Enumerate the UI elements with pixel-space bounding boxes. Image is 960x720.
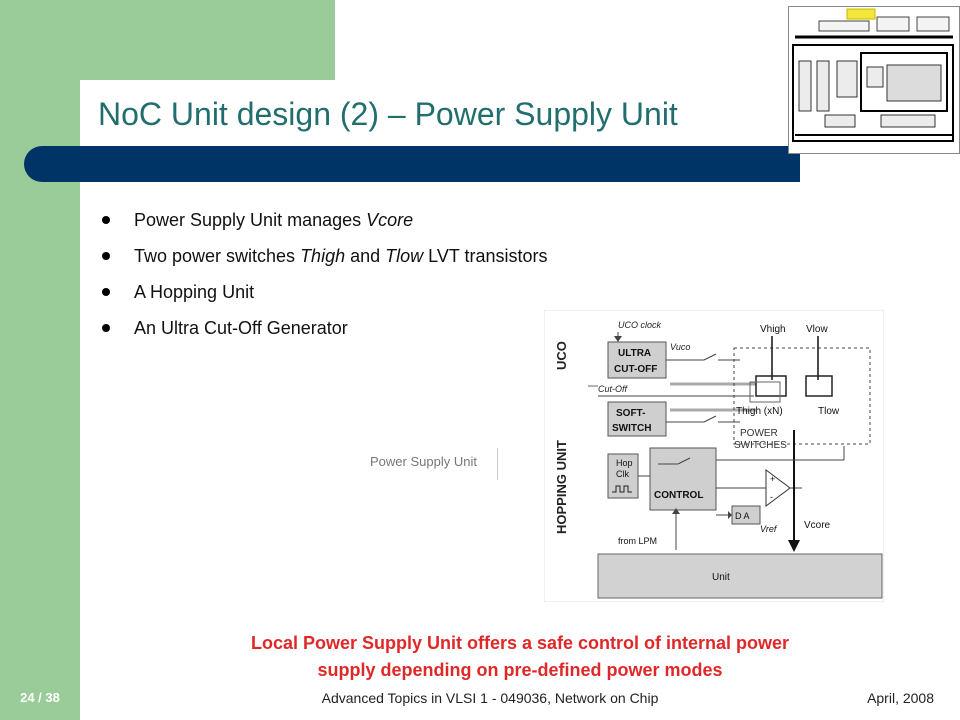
vref-label: Vref — [760, 524, 778, 534]
top-green-band — [80, 0, 335, 80]
bullet-list: Power Supply Unit manages Vcore Two powe… — [102, 206, 548, 350]
bullet-text: Power Supply Unit manages — [134, 210, 367, 230]
cut-off-signal-label: Cut-Off — [598, 384, 629, 394]
minus-label: - — [770, 492, 773, 502]
section-uco-label: UCO — [554, 341, 569, 370]
section-hopping-label: HOPPING UNIT — [554, 440, 569, 534]
tlow-label: Tlow — [818, 406, 840, 417]
clk-label: Clk — [616, 469, 629, 479]
bullet-text: A Hopping Unit — [134, 282, 255, 302]
summary-line-2: supply depending on pre-defined power mo… — [317, 660, 723, 680]
switches-label: SWITCHES — [734, 440, 787, 451]
bullet-item: Power Supply Unit manages Vcore — [102, 206, 548, 242]
vuco-label: Vuco — [670, 342, 690, 352]
ultra-label: ULTRA — [618, 348, 651, 359]
hop-label: Hop — [616, 458, 633, 468]
diagram-svg: UCO HOPPING UNIT UCO clock ULTRA CUT-OFF… — [543, 309, 885, 603]
slide-title: NoC Unit design (2) – Power Supply Unit — [98, 96, 678, 132]
title-underline-bar — [24, 146, 800, 182]
italic-term: Tlow — [385, 246, 424, 266]
power-label: POWER — [740, 428, 778, 439]
cut-off-block-label: CUT-OFF — [614, 364, 657, 375]
soft-label: SOFT- — [616, 408, 645, 419]
power-supply-diagram: UCO HOPPING UNIT UCO clock ULTRA CUT-OFF… — [543, 309, 885, 603]
vcore-label: Vcore — [804, 520, 831, 531]
bullet-item: A Hopping Unit — [102, 278, 548, 314]
bullet-text: Two power switches — [134, 246, 301, 266]
footer-date: April, 2008 — [867, 690, 934, 706]
thumbnail-svg — [792, 8, 954, 142]
control-label: CONTROL — [654, 490, 703, 501]
uco-clock-label: UCO clock — [618, 320, 662, 330]
bullet-text: LVT transistors — [423, 246, 548, 266]
italic-term: Vcore — [366, 210, 414, 230]
dac-label: D A — [735, 511, 750, 521]
bullet-text: and — [345, 246, 386, 266]
from-lpm-label: from LPM — [618, 536, 657, 546]
italic-term: Thigh — [300, 246, 346, 266]
bullet-text: An Ultra Cut-Off Generator — [134, 318, 348, 338]
footer-course: Advanced Topics in VLSI 1 - 049036, Netw… — [321, 690, 659, 706]
unit-label: Unit — [712, 572, 730, 583]
slide-number: 24 / 38 — [20, 690, 60, 705]
switch-block-label: SWITCH — [612, 423, 651, 434]
chip-overview-thumbnail — [788, 6, 960, 154]
summary-callout: Local Power Supply Unit offers a safe co… — [120, 630, 920, 684]
bullet-item: Two power switches Thigh and Tlow LVT tr… — [102, 242, 548, 278]
bullet-item: An Ultra Cut-Off Generator — [102, 314, 548, 350]
label-divider — [497, 448, 498, 480]
power-supply-unit-label: Power Supply Unit — [370, 454, 477, 469]
vlow-label: Vlow — [806, 324, 828, 335]
summary-line-1: Local Power Supply Unit offers a safe co… — [250, 633, 790, 653]
vhigh-label: Vhigh — [760, 324, 786, 335]
left-green-band — [0, 0, 80, 720]
thigh-label: Thigh (xN) — [736, 406, 783, 417]
plus-label: + — [770, 474, 775, 484]
